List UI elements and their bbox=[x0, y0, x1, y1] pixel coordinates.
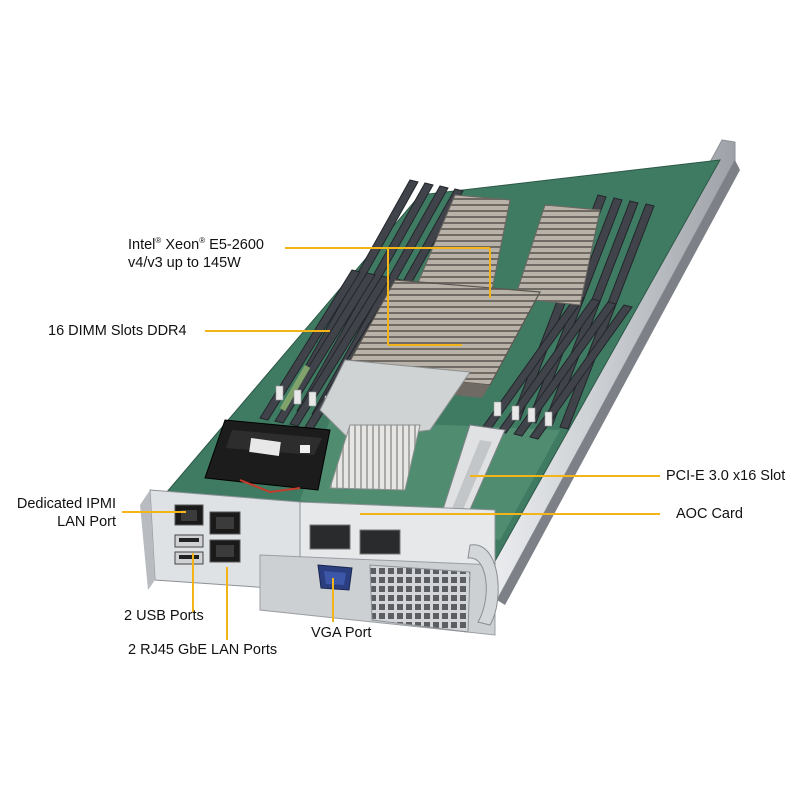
rj45-callout: 2 RJ45 GbE LAN Ports bbox=[128, 642, 278, 658]
aoc-callout: AOC Card bbox=[676, 506, 743, 522]
ipmi-callout: Dedicated IPMI LAN Port bbox=[8, 495, 116, 531]
ipmi-label-line1: Dedicated IPMI bbox=[16, 496, 116, 512]
tray-handle bbox=[467, 544, 499, 626]
ipmi-lan-port bbox=[174, 504, 204, 526]
usb-callout: 2 USB Ports bbox=[124, 608, 204, 624]
cpu-label-line2: v4/v3 up to 145W bbox=[128, 255, 241, 271]
dimm-bank-right bbox=[481, 194, 655, 440]
callout-leader-lines bbox=[122, 247, 660, 640]
rj45-ports bbox=[209, 511, 241, 563]
vga-port bbox=[317, 564, 353, 591]
pcie-callout: PCI-E 3.0 x16 Slot bbox=[666, 468, 786, 484]
aoc-heatsink bbox=[319, 359, 471, 491]
dimm-callout: 16 DIMM Slots DDR4 bbox=[48, 323, 187, 339]
ipmi-label-line2: LAN Port bbox=[57, 514, 116, 530]
aoc-card-ports bbox=[309, 524, 401, 555]
cpu-label-line1: Intel® Xeon® E5-2600 bbox=[128, 236, 264, 254]
cpu-callout: Intel® Xeon® E5-2600 v4/v3 up to 145W bbox=[128, 236, 264, 272]
vent-grill bbox=[369, 564, 471, 633]
usb-ports bbox=[174, 534, 204, 565]
battery-pack bbox=[204, 419, 331, 494]
vga-callout: VGA Port bbox=[311, 625, 372, 641]
